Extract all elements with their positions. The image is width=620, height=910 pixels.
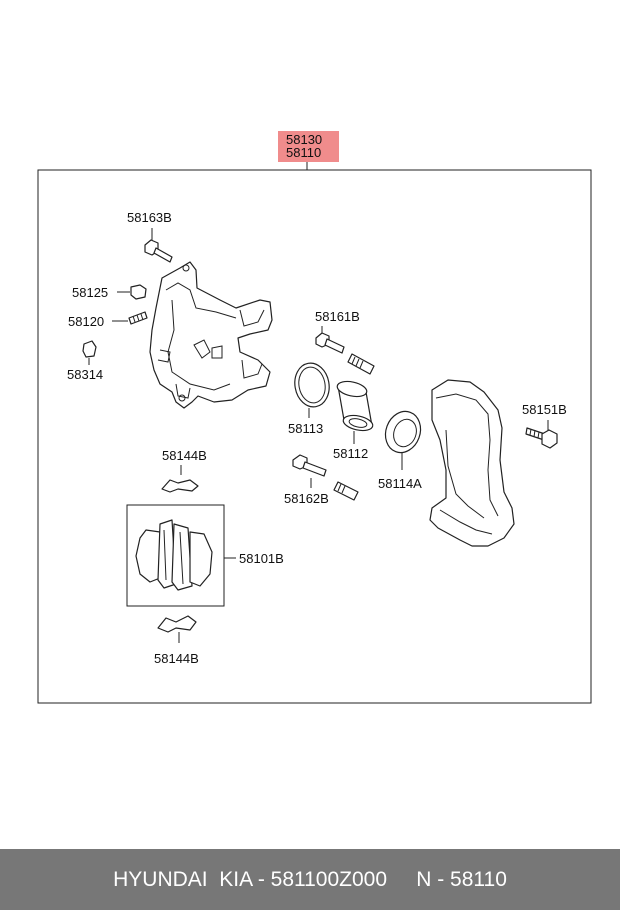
label-58161B: 58161B — [315, 309, 360, 324]
label-58144B-bottom: 58144B — [154, 651, 199, 666]
dust-boot-58114A-icon — [384, 410, 422, 454]
bolt-58162B-icon — [292, 454, 327, 477]
pad-kit-box — [126, 504, 225, 607]
highlight-box — [278, 131, 339, 162]
pad-clip-bottom-icon — [157, 615, 197, 633]
caliper-carrier-icon — [429, 379, 515, 547]
bolt-58161B-icon — [315, 332, 345, 354]
guide-pin-58161B-icon — [347, 353, 375, 375]
guide-pin-58162B-icon — [333, 481, 359, 501]
label-58114A: 58114A — [378, 476, 422, 491]
assembly-frame — [37, 169, 592, 704]
label-58314: 58314 — [67, 367, 103, 382]
footer-ref-number: N - 58110 — [416, 867, 507, 891]
label-58125: 58125 — [72, 285, 108, 300]
piston-seal-58113-icon — [294, 362, 330, 408]
piston-58112-icon — [336, 380, 374, 432]
pad-clip-top-icon — [161, 479, 199, 493]
footer-brand-part-number: HYUNDAI KIA - 581100Z000 — [113, 867, 388, 891]
caliper-housing-icon — [149, 261, 273, 409]
cap-58125-icon — [130, 284, 147, 300]
label-58151B: 58151B — [522, 402, 567, 417]
label-58162B: 58162B — [284, 491, 329, 506]
label-58113: 58113 — [288, 421, 323, 436]
label-58130: 58130 — [286, 132, 322, 147]
bleeder-screw-58120-icon — [128, 311, 148, 325]
bolt-58163B-icon — [144, 239, 173, 263]
cap-58314-icon — [82, 340, 97, 358]
label-58110: 58110 — [286, 145, 321, 160]
footer-gap — [387, 868, 416, 892]
label-58163B: 58163B — [127, 210, 172, 225]
label-58101B: 58101B — [239, 551, 284, 566]
bolt-58151B-icon — [525, 427, 558, 449]
brake-pads-58101B-icon — [135, 519, 213, 591]
part-number-footer: HYUNDAI KIA - 581100Z000 N - 58110 — [0, 849, 620, 910]
label-58112: 58112 — [333, 446, 368, 461]
parts-diagram: 58130 58110 58163B 58125 58120 58314 581… — [37, 131, 592, 704]
label-58120: 58120 — [68, 314, 104, 329]
label-58144B-top: 58144B — [162, 448, 207, 463]
